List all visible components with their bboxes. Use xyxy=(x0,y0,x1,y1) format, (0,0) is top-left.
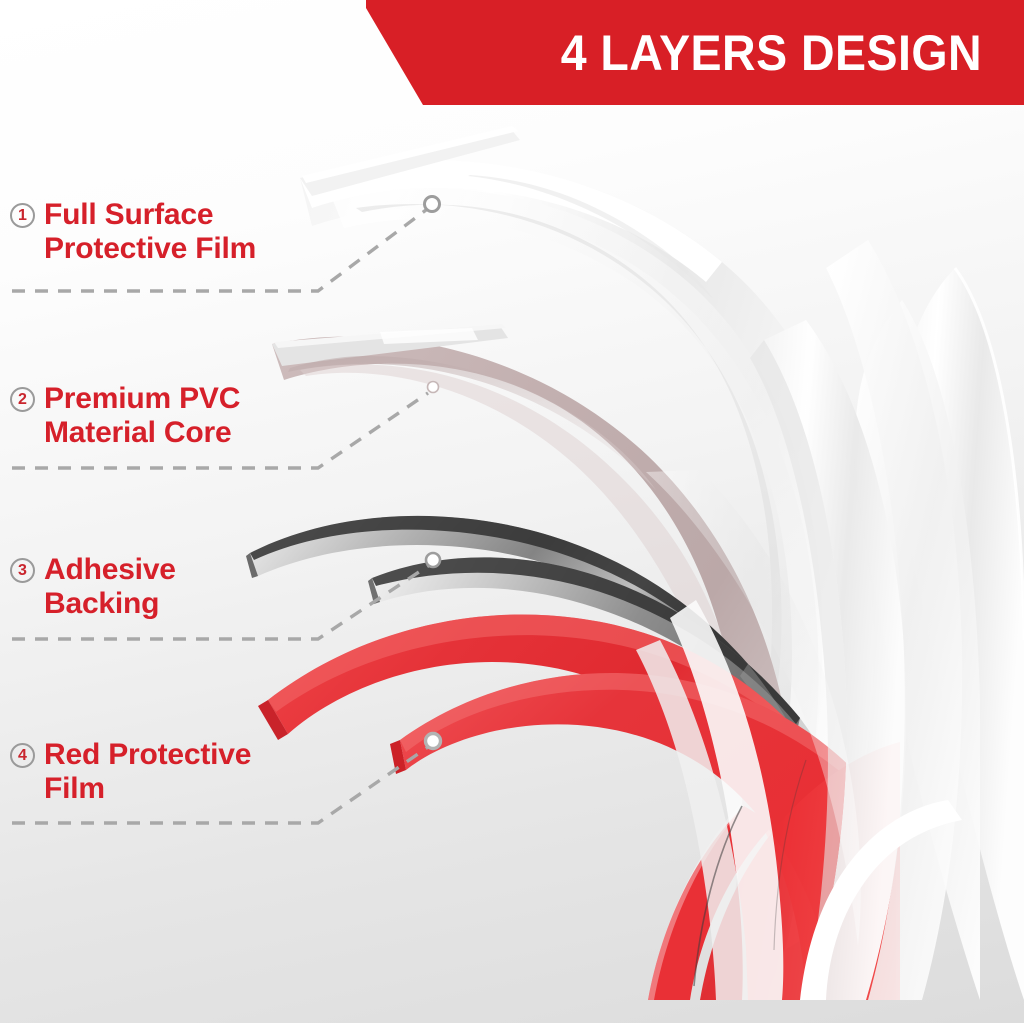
endpoint-dot-4 xyxy=(423,731,443,751)
callout-layer-3: 3 Adhesive Backing xyxy=(10,553,340,620)
endpoint-dot-2 xyxy=(426,380,440,394)
callout-head: 3 Adhesive Backing xyxy=(10,553,340,620)
foreground-white-sheets xyxy=(636,240,963,1000)
layer-1-protective-film xyxy=(300,126,874,965)
callout-line-1: Adhesive xyxy=(44,553,176,586)
callout-line-2: Protective Film xyxy=(44,231,257,265)
banner-title: 4 LAYERS DESIGN xyxy=(560,24,982,81)
callout-text-4: Red Protective Film xyxy=(44,738,251,805)
callout-layer-2: 2 Premium PVC Material Core xyxy=(10,382,340,449)
callout-head: 2 Premium PVC Material Core xyxy=(10,382,340,449)
layer-group-background-sheets xyxy=(855,267,1024,1000)
callout-text-3: Adhesive Backing xyxy=(44,553,176,620)
endpoint-dot-1 xyxy=(423,195,441,213)
callout-line-2: Backing xyxy=(44,586,160,620)
callout-head: 4 Red Protective Film xyxy=(10,738,340,805)
callout-head: 1 Full Surface Protective Film xyxy=(10,198,340,265)
callout-line-2: Material Core xyxy=(44,415,232,449)
callout-line-1: Red Protective xyxy=(44,738,252,771)
number-badge-3: 3 xyxy=(10,558,35,583)
callout-text-2: Premium PVC Material Core xyxy=(44,382,240,449)
callout-line-1: Full Surface xyxy=(44,198,214,231)
layer-4-red-film xyxy=(258,614,900,1000)
callout-text-1: Full Surface Protective Film xyxy=(44,198,256,265)
sheet-edge-lines xyxy=(693,759,807,987)
number-badge-2: 2 xyxy=(10,387,35,412)
number-badge-4: 4 xyxy=(10,743,35,768)
callout-line-1: Premium PVC xyxy=(44,382,241,415)
callout-layer-4: 4 Red Protective Film xyxy=(10,738,340,805)
endpoint-dot-3 xyxy=(424,551,442,569)
leader-endpoints xyxy=(423,195,443,751)
number-badge-1: 1 xyxy=(10,203,35,228)
layer-3-adhesive-backing xyxy=(246,515,888,944)
callout-line-2: Film xyxy=(44,771,105,805)
header-banner: 4 LAYERS DESIGN xyxy=(366,0,1024,105)
leader-lines xyxy=(12,208,429,825)
callout-layer-1: 1 Full Surface Protective Film xyxy=(10,198,340,265)
layer-2-pvc-core xyxy=(272,324,798,1000)
